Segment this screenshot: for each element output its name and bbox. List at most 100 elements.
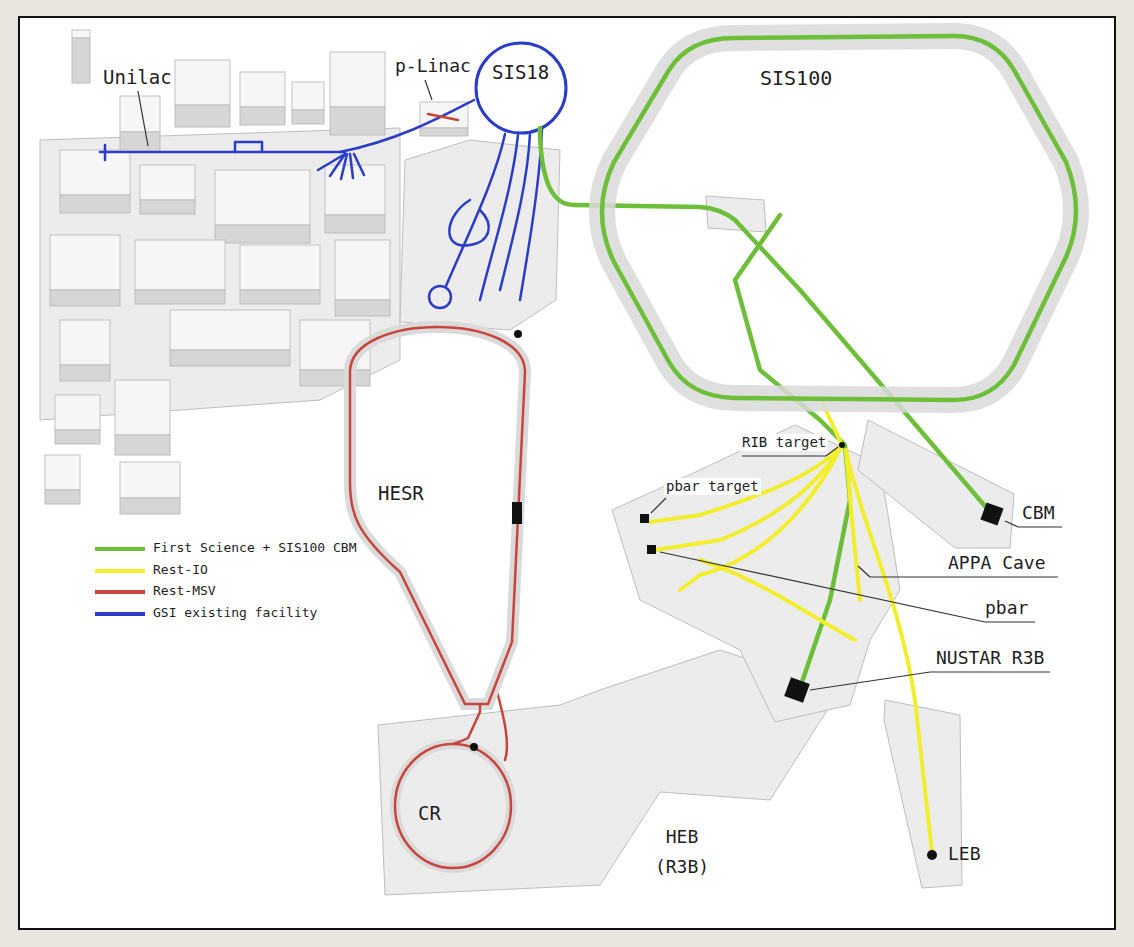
rect-shape: [215, 225, 310, 243]
path-shape: [680, 445, 842, 590]
rect-shape: [140, 165, 195, 200]
circle-shape: [514, 330, 522, 338]
path-shape: [318, 154, 364, 179]
existing-beamlines: [100, 100, 542, 308]
rect-shape: [292, 82, 324, 110]
rect-shape: [647, 545, 656, 554]
rect-shape: [120, 498, 180, 514]
circle-shape: [927, 850, 937, 860]
legend-text: Rest-MSV: [153, 583, 216, 599]
rect-shape: [120, 132, 160, 152]
path-shape: [602, 36, 1076, 400]
circle-shape: [470, 743, 478, 751]
area-label: Unilac: [103, 66, 172, 89]
area-label: CBM: [1022, 502, 1055, 524]
polygon-shape: [400, 140, 560, 330]
path-shape: [340, 100, 474, 152]
area-label: LEB: [948, 843, 981, 865]
rect-shape: [50, 290, 120, 306]
legend-swatch: [95, 569, 145, 573]
area-label: p-Linac: [395, 55, 471, 77]
path-shape: [520, 129, 542, 300]
ring-outline: [340, 312, 535, 712]
storage-ring: CR: [388, 738, 518, 873]
ring-outline: [574, 22, 1100, 414]
path-shape: [846, 450, 860, 600]
rect-shape: [135, 240, 225, 290]
rect-shape: [240, 245, 320, 290]
rect-shape: [50, 235, 120, 290]
area-label: pbar: [985, 597, 1028, 619]
area-label: HEB (R3B): [650, 822, 714, 882]
path-shape: [655, 445, 842, 550]
ring-name: CR: [418, 802, 441, 825]
legend-swatch: [95, 590, 145, 594]
rect-shape: [115, 380, 170, 435]
legend-text: First Science + SIS100 CBM: [153, 540, 357, 556]
rect-shape: [72, 30, 90, 38]
path-shape: [735, 215, 850, 688]
synchrotron-ring: SIS100: [574, 22, 1100, 414]
ring-outline: [474, 40, 568, 136]
rect-shape: [60, 195, 130, 213]
path-shape: [846, 450, 932, 852]
beamline: [468, 712, 480, 738]
rect-shape: [335, 300, 390, 316]
rect-shape: [325, 165, 385, 215]
rect-shape: [240, 290, 320, 304]
polygon-shape: [858, 420, 1014, 548]
area-label: RIB target: [740, 434, 828, 451]
path-shape: [104, 145, 107, 160]
circle-shape: [429, 286, 451, 308]
ellipse-shape: [395, 744, 511, 868]
rect-shape: [60, 365, 110, 381]
rect-shape: [215, 170, 310, 225]
rect-shape: [55, 395, 100, 430]
rect-shape: [175, 105, 230, 127]
ring-outline: [388, 738, 518, 873]
synchrotron-ring: SIS18: [474, 40, 568, 136]
rect-shape: [170, 310, 290, 350]
rect-shape: [300, 370, 370, 386]
rect-shape: [335, 240, 390, 300]
area-label: NUSTAR R3B: [936, 647, 1044, 669]
circle-shape: [476, 43, 566, 133]
legend-text: Rest-IO: [153, 562, 208, 578]
polygon-shape: [706, 196, 766, 232]
rect-shape: [330, 52, 385, 107]
path-shape: [810, 672, 1050, 690]
area-label: pbar target: [664, 478, 761, 495]
rect-shape: [512, 502, 522, 524]
rect-shape: [45, 490, 80, 504]
path-shape: [538, 128, 543, 136]
rect-shape: [55, 430, 100, 444]
rect-shape: [980, 502, 1003, 525]
path-shape: [138, 91, 148, 146]
rect-shape: [784, 677, 810, 703]
path-shape: [735, 220, 990, 512]
rect-shape: [325, 215, 385, 233]
storage-ring: HESR: [340, 312, 535, 712]
path-shape: [100, 151, 345, 154]
circle-shape: [839, 442, 845, 448]
path-shape: [449, 200, 488, 245]
rect-shape: [420, 128, 468, 136]
halls: [378, 140, 1014, 895]
rect-shape: [175, 60, 230, 105]
rect-shape: [45, 455, 80, 490]
rect-shape: [240, 107, 285, 125]
rect-shape: [640, 514, 649, 523]
ring-name: SIS18: [492, 61, 549, 84]
path-shape: [602, 36, 1076, 400]
rect-shape: [330, 107, 385, 135]
rect-shape: [120, 462, 180, 498]
rect-shape: [140, 200, 195, 214]
path-shape: [651, 498, 666, 513]
path-shape: [428, 114, 458, 120]
path-shape: [350, 327, 525, 704]
rect-shape: [240, 72, 285, 107]
path-shape: [479, 704, 482, 712]
